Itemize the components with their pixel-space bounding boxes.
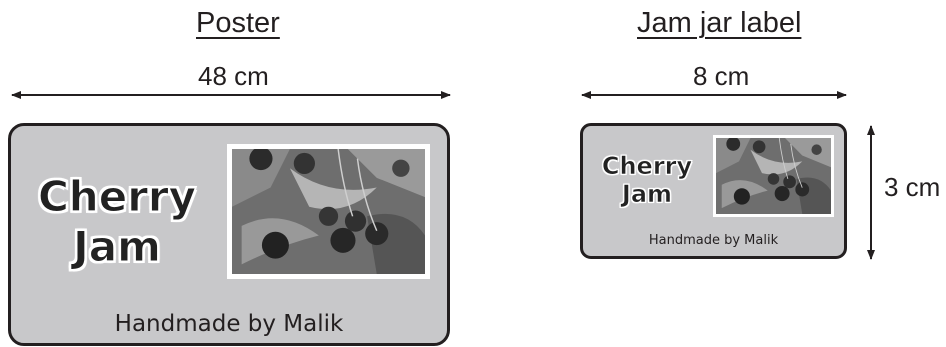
poster-title-line1: Cherry <box>37 172 196 222</box>
label-heading: Jam jar label <box>637 7 802 39</box>
label-title-line1: Cherry <box>601 152 693 181</box>
poster-byline: Handmade by Malik <box>114 311 344 337</box>
label-width-label: 8 cm <box>693 61 750 91</box>
cherries-photo-icon <box>716 138 831 214</box>
label-height-label: 3 cm <box>884 172 941 202</box>
label-photo <box>713 135 834 217</box>
label-title: Cherry Jam <box>595 152 699 209</box>
label-title-line2: Jam <box>621 180 673 209</box>
poster-title: Cherry Jam <box>33 172 201 272</box>
poster-width-label: 48 cm <box>198 61 269 91</box>
poster-card: Cherry Jam Handmade by Malik <box>8 123 450 346</box>
cherries-photo-icon <box>232 149 425 274</box>
poster-heading: Poster <box>196 7 280 39</box>
label-byline: Handmade by Malik <box>648 233 779 248</box>
label-card: Cherry Jam Handmade by Malik <box>580 123 847 259</box>
poster-photo <box>227 144 430 279</box>
poster-title-line2: Jam <box>73 222 162 272</box>
